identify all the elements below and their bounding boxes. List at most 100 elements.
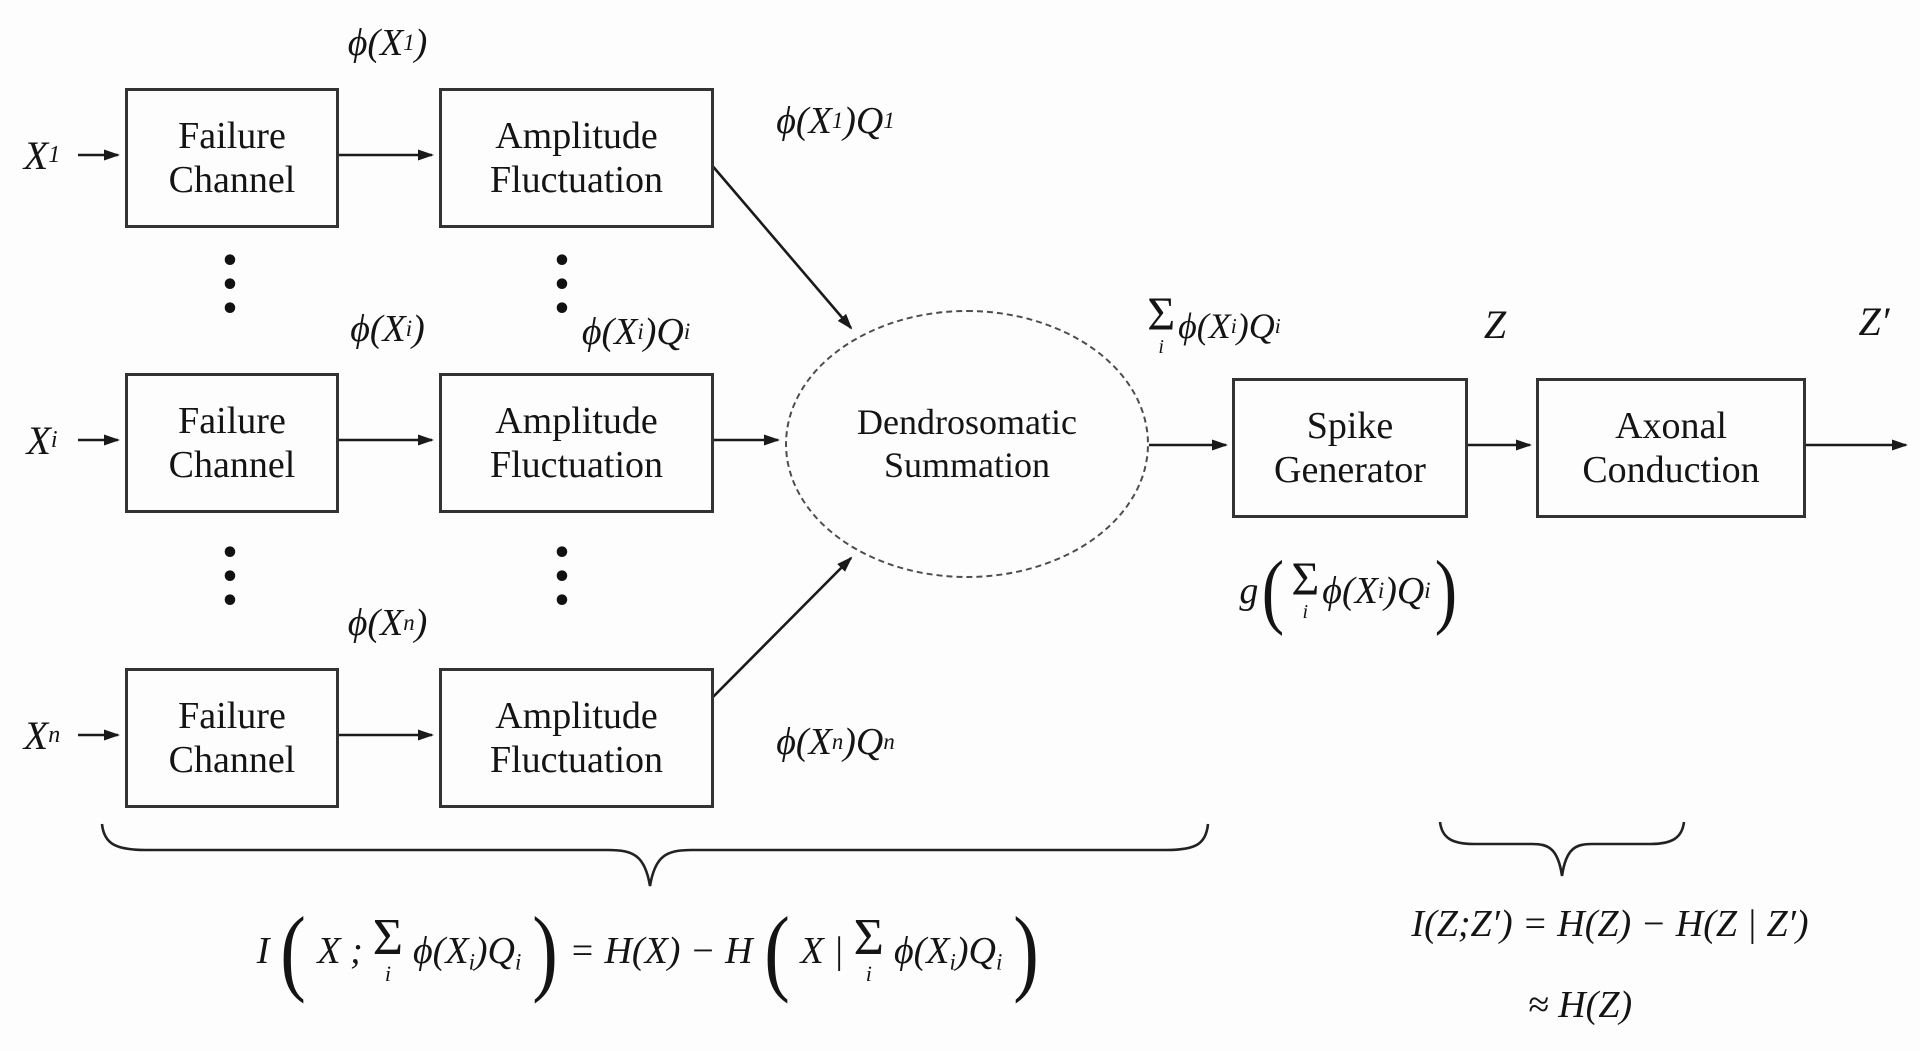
q-part: )Q (1236, 306, 1275, 346)
vertical-ellipsis-icon: ••• (550, 244, 574, 327)
formula-x-given: X | (800, 929, 844, 972)
axonal-conduction-line2: Conduction (1582, 449, 1760, 491)
q-part: )Q (474, 929, 516, 972)
failure-channel-line2: Channel (168, 159, 296, 201)
phi-open: ϕ(X (350, 308, 406, 350)
amplitude-fluctuation-box-2: Amplitude Fluctuation (439, 373, 714, 513)
dot: • (220, 560, 240, 595)
dot: • (552, 244, 572, 279)
mutual-information-formula-left: I ( X ; Σ i ϕ(Xi)Qi ) = H(X) − H ( X | Σ… (115, 878, 1185, 1023)
formula-equals-hx-minus-h: = H(X) − H (569, 929, 753, 972)
arrow-row1-to-summation (709, 162, 853, 330)
failure-channel-line1: Failure (178, 694, 286, 737)
mutual-information-formula-right-line2: ≈ H(Z) (1440, 975, 1720, 1035)
amplitude-fluctuation-line1: Amplitude (495, 114, 658, 157)
spike-generator-line2: Generator (1274, 449, 1426, 491)
vertical-ellipsis-icon: ••• (218, 244, 242, 327)
formula-x-semicolon: X ; (317, 929, 363, 972)
open-paren: ( (280, 896, 307, 1004)
dot: • (552, 268, 572, 303)
failure-channel-box-2: Failure Channel (125, 373, 339, 513)
g-symbol: g (1239, 570, 1259, 612)
failure-channel-line2: Channel (168, 444, 296, 486)
failure-channel-box-1: Failure Channel (125, 88, 339, 228)
arrow-row3-to-summation (709, 556, 853, 701)
phi-open: ϕ(X (347, 22, 404, 64)
phi-open: ϕ(X (776, 721, 832, 763)
formula-I: I (256, 929, 270, 972)
open-paren: ( (1262, 544, 1285, 637)
dot: • (220, 268, 240, 303)
phi-open: ϕ(X (1178, 306, 1231, 346)
dendrosomatic-line2: Summation (883, 445, 1050, 485)
sigma-index: i (865, 960, 872, 986)
input-var-xi: X (26, 417, 51, 463)
amplitude-fluctuation-line2: Fluctuation (489, 739, 664, 781)
sigma-glyph: Σ (1147, 287, 1176, 341)
dot: • (552, 292, 572, 327)
phi-open: ϕ(X (347, 602, 404, 644)
phi-open: ϕ(X (1322, 570, 1378, 612)
amplitude-fluctuation-box-1: Amplitude Fluctuation (439, 88, 714, 228)
phi-sub: i (949, 948, 956, 974)
failure-channel-line1: Failure (178, 114, 286, 157)
dot: • (220, 244, 240, 279)
phi-close: ) (412, 308, 425, 350)
left-underbrace (100, 823, 1210, 887)
phi-open: ϕ(X (893, 929, 950, 972)
q-part: )Q (843, 100, 884, 142)
mutual-information-formula-right-line1: I(Z;Z′) = H(Z) − H(Z | Z′) (1320, 893, 1900, 955)
dendrosomatic-line1: Dendrosomatic (857, 401, 1077, 442)
sigma-index: i (1302, 601, 1309, 624)
sigma-glyph: Σ (372, 909, 404, 967)
spike-generator-box: Spike Generator (1232, 378, 1468, 518)
failure-channel-line2: Channel (168, 739, 296, 781)
z-prime-text: Z′ (1858, 298, 1890, 344)
z-text: Z (1483, 301, 1507, 347)
phi-close: ) (414, 602, 428, 644)
phi-open: ϕ(X (776, 100, 832, 142)
q-part: )Q (643, 311, 684, 353)
z-label: Z (1460, 295, 1530, 353)
axonal-conduction-line1: Axonal (1615, 404, 1727, 447)
phi-open: ϕ(X (581, 311, 638, 353)
big-sigma: Σ i (854, 912, 884, 986)
spike-generator-line1: Spike (1306, 404, 1394, 447)
big-sigma: Σ i (372, 909, 404, 986)
axonal-conduction-box: Axonal Conduction (1536, 378, 1806, 518)
dot: • (220, 536, 240, 571)
dot: • (220, 292, 240, 327)
vertical-ellipsis-icon: ••• (218, 536, 242, 617)
dot: • (552, 584, 572, 619)
q-part: )Q (843, 721, 884, 763)
vertical-ellipsis-icon: ••• (550, 539, 574, 619)
sigma-index: i (1158, 336, 1164, 359)
sum-body: ϕ(Xi)Qi (894, 929, 1002, 973)
q-part: )Q (955, 929, 996, 972)
dendrosomatic-summation-ellipse: Dendrosomatic Summation (785, 310, 1149, 578)
failure-channel-box-3: Failure Channel (125, 668, 339, 808)
formula-approx-hz-text: ≈ H(Z) (1527, 984, 1633, 1026)
big-sigma: Σ i (1291, 555, 1319, 624)
dot: • (552, 560, 572, 595)
sigma-index: i (384, 960, 391, 986)
phi-open: ϕ(X (413, 929, 469, 972)
failure-channel-line1: Failure (178, 399, 286, 442)
close-paren: ) (532, 896, 559, 1004)
q-part: )Q (1384, 570, 1425, 612)
open-paren: ( (763, 896, 790, 1004)
phi-close: ) (414, 22, 428, 64)
